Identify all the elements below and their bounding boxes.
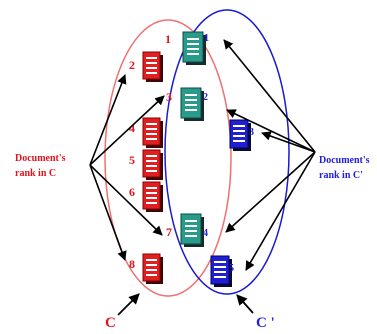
arrow-c-to-7: [89, 164, 163, 236]
rank-c-1: 1: [165, 32, 171, 46]
document-icon-shared-3: [180, 87, 204, 121]
rank-c-7: 7: [166, 225, 172, 239]
document-icon-c-2: [142, 51, 163, 82]
rank-c-5: 5: [129, 153, 135, 167]
caption-rank-in-c-line1: Document's: [15, 153, 66, 164]
rank-c-4: 4: [129, 121, 135, 135]
rank-c-6: 6: [129, 185, 135, 199]
document-icon-c-6: [142, 181, 163, 212]
arrow-c-to-2: [89, 74, 127, 166]
arrow-to-set-c-prime: [236, 294, 254, 314]
arrow-c-prime-to-1: [223, 39, 316, 153]
caption-rank-in-c-line2: rank in C: [15, 168, 56, 179]
set-c-ellipse: [104, 19, 232, 297]
arrow-c-prime-to-3: [261, 131, 316, 153]
arrows-rank-in-c-prime: [223, 39, 316, 271]
document-icon-c-8: [142, 253, 163, 284]
arrow-c-prime-to-4: [225, 151, 316, 233]
arrow-c-prime-to-5: [245, 151, 316, 271]
document-icon-c-prime-3: [229, 119, 251, 151]
set-c-label: C: [105, 315, 116, 331]
arrow-c-to-8: [89, 164, 127, 261]
caption-rank-in-c-prime-line2: rank in C': [319, 170, 363, 181]
rank-c-prime-3: 3: [249, 127, 254, 138]
document-icon-shared-1: [182, 31, 206, 65]
document-icon-c-4: [142, 117, 163, 148]
arrow-to-set-c: [117, 293, 140, 316]
set-c-prime-ellipse: [164, 9, 290, 295]
rank-c-3: 3: [166, 90, 172, 104]
rank-c-prime-5: 5: [229, 263, 234, 274]
rank-c-prime-4: 4: [203, 228, 208, 239]
document-icon-c-prime-5: [210, 255, 232, 287]
rank-c-2: 2: [129, 58, 135, 72]
arrow-c-to-3: [89, 95, 165, 166]
caption-rank-in-c-prime-line1: Document's: [319, 155, 370, 166]
rank-c-prime-1: 1: [204, 33, 209, 44]
set-c-prime-label: C ': [256, 315, 275, 331]
rank-c-8: 8: [129, 257, 135, 271]
arrow-c-prime-to-2: [226, 109, 316, 153]
document-icon-c-5: [142, 149, 163, 180]
document-icon-shared-7: [180, 213, 204, 247]
rank-c-prime-2: 2: [203, 92, 208, 103]
arrows-rank-in-c: [89, 74, 165, 261]
